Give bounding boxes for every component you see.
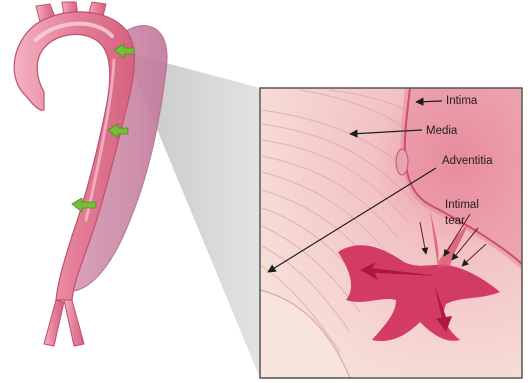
iliac-artery-left — [44, 300, 64, 346]
label-intima: Intima — [446, 95, 478, 107]
label-media: Media — [426, 125, 458, 137]
intima-cell — [396, 149, 408, 175]
label-adventitia: Adventitia — [442, 155, 493, 167]
iliac-artery-right — [64, 300, 84, 346]
label-intimal-tear-line2: tear — [445, 215, 465, 227]
label-intimal-tear-line1: Intimal — [445, 199, 479, 211]
